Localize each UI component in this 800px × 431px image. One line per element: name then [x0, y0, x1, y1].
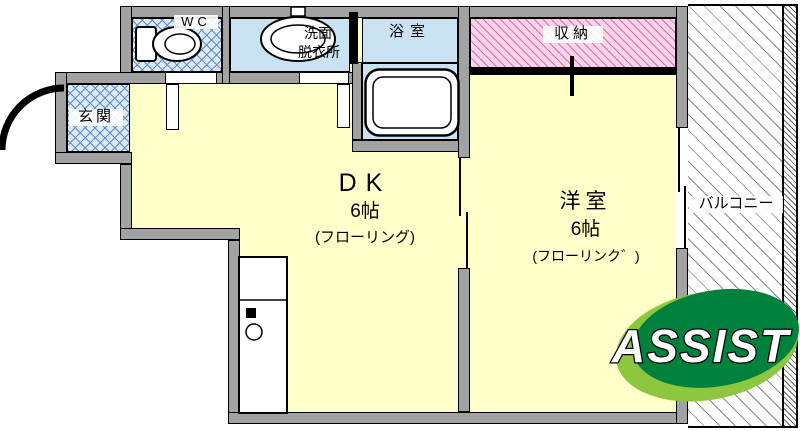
wall — [55, 72, 166, 84]
doorway-wc — [166, 72, 216, 84]
wall — [222, 6, 230, 84]
western-room-label: 洋室 — [559, 190, 612, 213]
closet-label: 収納 — [543, 25, 603, 43]
balcony-window-pane — [678, 128, 680, 192]
bathtub-icon — [364, 68, 460, 138]
washroom-door-leaf — [337, 84, 350, 128]
closet-door-tick — [570, 56, 574, 96]
wall — [352, 62, 362, 140]
bath-door-track — [362, 62, 458, 64]
western-room-size-label: 6帖 — [570, 219, 601, 240]
wc-door-leaf — [166, 84, 179, 130]
logo-text: ASSIST — [611, 320, 792, 372]
balcony-window-pane — [684, 186, 686, 248]
assist-logo: ASSIST — [600, 282, 800, 412]
washroom-label-line2: 脱衣所 — [298, 44, 340, 60]
sliding-door-line — [466, 212, 468, 268]
wall — [676, 6, 688, 128]
dk-floor-type-label: (フローリング) — [315, 229, 415, 246]
dk-size-label: 6帖 — [350, 201, 380, 222]
wall — [120, 228, 240, 240]
sliding-door-line — [459, 158, 461, 216]
kitchen-counter-icon — [238, 256, 288, 414]
entrance-label: 玄関 — [69, 108, 123, 126]
bath-label: 浴室 — [388, 23, 431, 40]
western-room-floor-type-label: (フローリンク゛) — [532, 248, 640, 264]
dk-label: DK — [338, 169, 392, 197]
wall — [216, 72, 300, 84]
washbasin-icon — [258, 6, 338, 64]
wall — [458, 268, 470, 412]
wall — [55, 152, 132, 164]
doorway-washroom — [300, 72, 348, 84]
washroom-label-line1: 洗面 — [304, 25, 332, 41]
entrance-door-swing-icon — [0, 82, 70, 160]
toilet-icon — [134, 20, 204, 70]
bath-door — [349, 12, 358, 64]
wc-label: WC — [174, 14, 218, 30]
wall — [352, 140, 470, 152]
logo-ellipse — [632, 288, 799, 388]
wall — [228, 412, 688, 424]
balcony-label: バルコニー — [689, 195, 783, 213]
